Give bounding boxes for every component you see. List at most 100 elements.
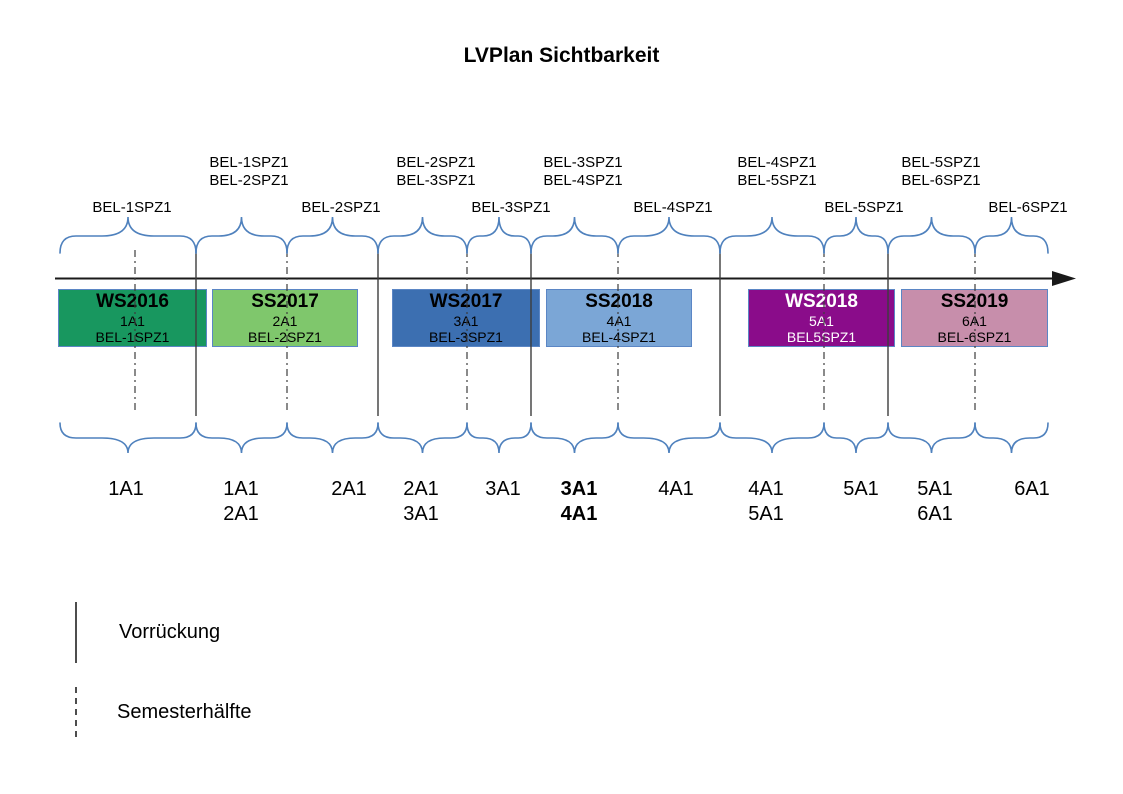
group-line: 1A1 — [223, 478, 259, 500]
group-visibility-label: 3A1 — [433, 477, 573, 502]
bel-line: BEL-5SPZ1 — [901, 154, 981, 171]
bel-visibility-label: BEL-6SPZ1 — [958, 199, 1098, 217]
top-brace — [286, 216, 379, 254]
group-line: 2A1 — [403, 478, 439, 500]
semester-box-ss2019: SS2019 6A1 BEL-6SPZ1 — [901, 289, 1048, 347]
semester-bel: BEL-4SPZ1 — [582, 329, 656, 345]
semester-bel: BEL5SPZ1 — [786, 329, 857, 345]
bottom-brace — [286, 422, 379, 454]
bottom-brace — [887, 422, 976, 454]
semester-group: 1A1 — [120, 313, 145, 329]
bottom-brace — [823, 422, 889, 454]
bel-line: BEL-4SPZ1 — [633, 199, 713, 216]
bel-line: BEL-2SPZ1 — [301, 199, 381, 216]
bel-line: BEL-3SPZ1 — [471, 199, 551, 216]
bel-line: BEL-1SPZ1 — [92, 199, 172, 216]
semester-name: SS2018 — [585, 291, 653, 312]
semester-group: 3A1 — [453, 313, 479, 329]
group-visibility-label: 4A1 — [606, 477, 746, 502]
bottom-brace — [377, 422, 468, 454]
top-brace — [617, 216, 721, 254]
semesterhaelfte-line-sample — [75, 687, 77, 737]
group-line: 2A1 — [223, 503, 259, 525]
bottom-brace — [466, 422, 532, 454]
semester-group: 5A1 — [809, 313, 834, 329]
bel-line: BEL-4SPZ1 — [543, 172, 623, 189]
bel-line: BEL-6SPZ1 — [901, 172, 981, 189]
bel-visibility-label: BEL-5SPZ1 — [794, 199, 934, 217]
bel-line: BEL-4SPZ1 — [737, 154, 817, 171]
vorrueckung-line-sample — [75, 602, 77, 663]
semester-group: 2A1 — [272, 313, 298, 329]
semester-bel: BEL-6SPZ1 — [937, 329, 1012, 345]
group-line: 5A1 — [748, 503, 784, 525]
bel-line: BEL-5SPZ1 — [737, 172, 817, 189]
semester-group: 6A1 — [962, 313, 987, 329]
group-line: 3A1 — [485, 478, 521, 500]
top-brace — [59, 216, 197, 254]
bottom-brace — [617, 422, 721, 454]
semester-box-ws2018: WS2018 5A1 BEL5SPZ1 — [748, 289, 895, 347]
group-line: 3A1 — [560, 478, 598, 500]
bel-line: BEL-5SPZ1 — [824, 199, 904, 216]
top-brace — [530, 216, 619, 254]
semester-name: SS2017 — [251, 291, 319, 312]
semester-bel: BEL-2SPZ1 — [248, 329, 322, 345]
bel-line: BEL-3SPZ1 — [396, 172, 476, 189]
bel-line: BEL-6SPZ1 — [988, 199, 1068, 216]
page-title: LVPlan Sichtbarkeit — [463, 44, 660, 67]
semester-box-ws2016: WS2016 1A1 BEL-1SPZ1 — [58, 289, 207, 347]
bottom-brace — [530, 422, 619, 454]
group-line: 1A1 — [108, 478, 144, 500]
group-visibility-label: 6A1 — [962, 477, 1102, 502]
bel-line: BEL-3SPZ1 — [543, 154, 623, 171]
top-brace — [195, 216, 288, 254]
group-visibility-label: 5A1 — [791, 477, 931, 502]
axis-arrowhead — [1052, 271, 1076, 286]
bottom-brace — [719, 422, 825, 454]
bel-line: BEL-2SPZ1 — [209, 172, 289, 189]
group-line: 3A1 — [403, 503, 439, 525]
semester-name: WS2018 — [785, 291, 858, 312]
group-line: 6A1 — [917, 503, 953, 525]
group-line: 4A1 — [748, 478, 784, 500]
group-visibility-label: 2A1 — [279, 477, 419, 502]
bel-line: BEL-1SPZ1 — [209, 154, 289, 171]
top-brace — [719, 216, 825, 254]
bel-visibility-label: BEL-4SPZ1 — [603, 199, 743, 217]
semester-name: WS2016 — [96, 291, 169, 312]
legend-label-semesterhaelfte: Semesterhälfte — [117, 701, 252, 723]
bottom-brace — [59, 422, 197, 454]
top-brace — [974, 216, 1049, 254]
bel-visibility-label: BEL-2SPZ1 — [271, 199, 411, 217]
top-brace — [887, 216, 976, 254]
top-brace — [823, 216, 889, 254]
group-line: 4A1 — [658, 478, 694, 500]
semester-box-ws2017: WS2017 3A1 BEL-3SPZ1 — [392, 289, 540, 347]
top-brace — [377, 216, 468, 254]
group-visibility-label: 1A1 — [56, 477, 196, 502]
group-line: 6A1 — [1014, 478, 1050, 500]
group-line: 2A1 — [331, 478, 367, 500]
legend-label-vorrueckung: Vorrückung — [119, 621, 221, 643]
semester-name: SS2019 — [940, 291, 1009, 312]
bel-line: BEL-2SPZ1 — [396, 154, 476, 171]
bel-visibility-label: BEL-1SPZ1 — [62, 199, 202, 217]
group-line: 5A1 — [843, 478, 879, 500]
semester-name: WS2017 — [429, 291, 503, 312]
bottom-brace — [195, 422, 288, 454]
bel-visibility-label: BEL-3SPZ1 — [441, 199, 581, 217]
semester-bel: BEL-3SPZ1 — [429, 329, 503, 345]
group-line: 5A1 — [917, 478, 953, 500]
